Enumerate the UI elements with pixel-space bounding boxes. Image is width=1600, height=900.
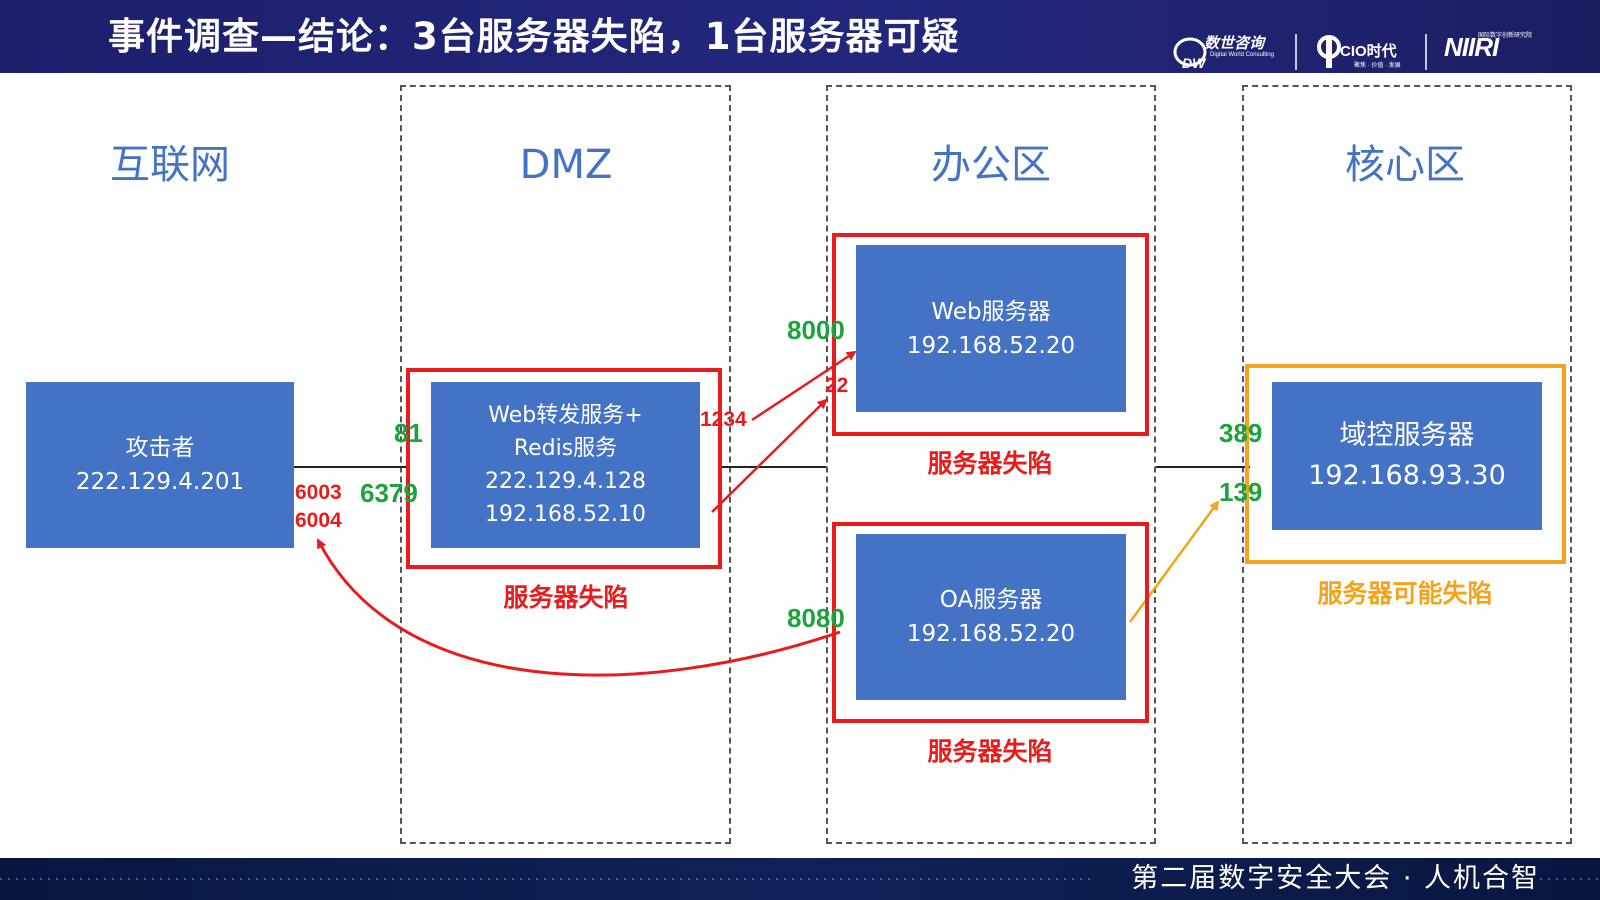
port-label-8000: 8000 — [787, 315, 845, 345]
page-title: 事件调查—结论：3台服务器失陷，1台服务器可疑 — [108, 15, 960, 58]
oa-server-node: OA服务器 192.168.52.20 — [856, 534, 1126, 700]
cio-times-logo: CIO时代 聚焦 · 价值 · 发展 — [1314, 32, 1410, 70]
zone-core-title: 核心区 — [1345, 142, 1465, 188]
reverse-connection-arrow — [316, 538, 841, 677]
lateral-arrow-to-dc — [1128, 500, 1220, 623]
oa-server-compromised-frame — [832, 522, 1149, 723]
niiri-logo: NIIRI 国际数字创新研究院 — [1444, 30, 1532, 70]
zone-office-title: 办公区 — [931, 142, 1051, 188]
attack-arrow-to-web-22 — [711, 398, 828, 513]
dc-server-label: 域控服务器 — [1339, 420, 1475, 451]
dc-server-status: 服务器可能失陷 — [1317, 579, 1493, 608]
web-redis-line-1: Web转发服务+ — [488, 403, 643, 428]
dw-consulting-logo: DW 数世咨询 Digital World Consulting — [1172, 30, 1284, 70]
web-server-status: 服务器失陷 — [927, 449, 1053, 478]
attacker-node: 攻击者 222.129.4.201 — [26, 382, 294, 548]
zone-internet-title: 互联网 — [110, 142, 230, 188]
port-label-1234: 1234 — [700, 408, 747, 431]
conference-name: 第二届数字安全大会 · 人机合智 — [1131, 863, 1540, 894]
attack-arrow-to-web-8000 — [751, 350, 857, 422]
zone-core-box — [1242, 85, 1572, 844]
web-redis-node: Web转发服务+ Redis服务 222.129.4.128 192.168.5… — [431, 382, 700, 548]
port-label-6004: 6004 — [295, 509, 342, 532]
niiri-logo-name: NIIRI — [1444, 32, 1499, 62]
niiri-logo-subtitle: 国际数字创新研究院 — [1478, 33, 1533, 39]
port-label-81: 81 — [394, 418, 423, 448]
web-redis-compromised-frame — [406, 368, 722, 569]
footer-bar: 第二届数字安全大会 · 人机合智 — [0, 858, 1600, 900]
port-label-6003: 6003 — [295, 481, 342, 504]
oa-server-label: OA服务器 — [939, 587, 1043, 613]
web-server-compromised-frame — [832, 233, 1149, 436]
web-server-ip: 192.168.52.20 — [906, 332, 1076, 359]
port-label-389: 389 — [1219, 418, 1263, 448]
dc-server-ip: 192.168.93.30 — [1308, 460, 1506, 491]
header-bar: 事件调查—结论：3台服务器失陷，1台服务器可疑 DW 数世咨询 Digital … — [0, 0, 1600, 73]
port-label-139: 139 — [1219, 477, 1263, 507]
oa-server-status: 服务器失陷 — [927, 737, 1053, 766]
web-redis-line-2: Redis服务 — [513, 436, 618, 461]
dw-logo-subtitle: Digital World Consulting — [1210, 52, 1274, 58]
footer-decoration — [0, 878, 1600, 880]
dc-server-node: 域控服务器 192.168.93.30 — [1272, 382, 1542, 530]
attacker-label: 攻击者 — [125, 435, 195, 461]
port-label-22: 22 — [825, 374, 849, 397]
dw-logo-name: 数世咨询 — [1204, 35, 1265, 52]
zone-office-box — [826, 85, 1156, 844]
logo-separator — [1295, 34, 1297, 70]
port-label-6379: 6379 — [360, 478, 418, 508]
web-redis-line-4: 192.168.52.10 — [485, 502, 646, 527]
svg-text:DW: DW — [1182, 55, 1207, 70]
web-redis-line-3: 222.129.4.128 — [485, 469, 646, 494]
cio-logo-name: CIO时代 — [1340, 43, 1397, 60]
port-label-8080: 8080 — [787, 603, 845, 633]
cio-logo-subtitle: 聚焦 · 价值 · 发展 — [1354, 63, 1401, 69]
web-redis-status: 服务器失陷 — [503, 583, 629, 612]
attacker-ip: 222.129.4.201 — [75, 469, 245, 495]
zone-dmz-title: DMZ — [519, 142, 613, 188]
dw-logo-icon: DW — [1173, 37, 1207, 70]
zone-dmz-box — [400, 85, 731, 844]
logo-separator — [1425, 34, 1427, 70]
web-server-label: Web服务器 — [931, 298, 1051, 325]
cio-logo-icon — [1317, 35, 1341, 68]
oa-server-ip: 192.168.52.20 — [906, 621, 1076, 647]
dc-suspicious-frame — [1245, 364, 1566, 564]
web-server-node: Web服务器 192.168.52.20 — [856, 245, 1126, 412]
